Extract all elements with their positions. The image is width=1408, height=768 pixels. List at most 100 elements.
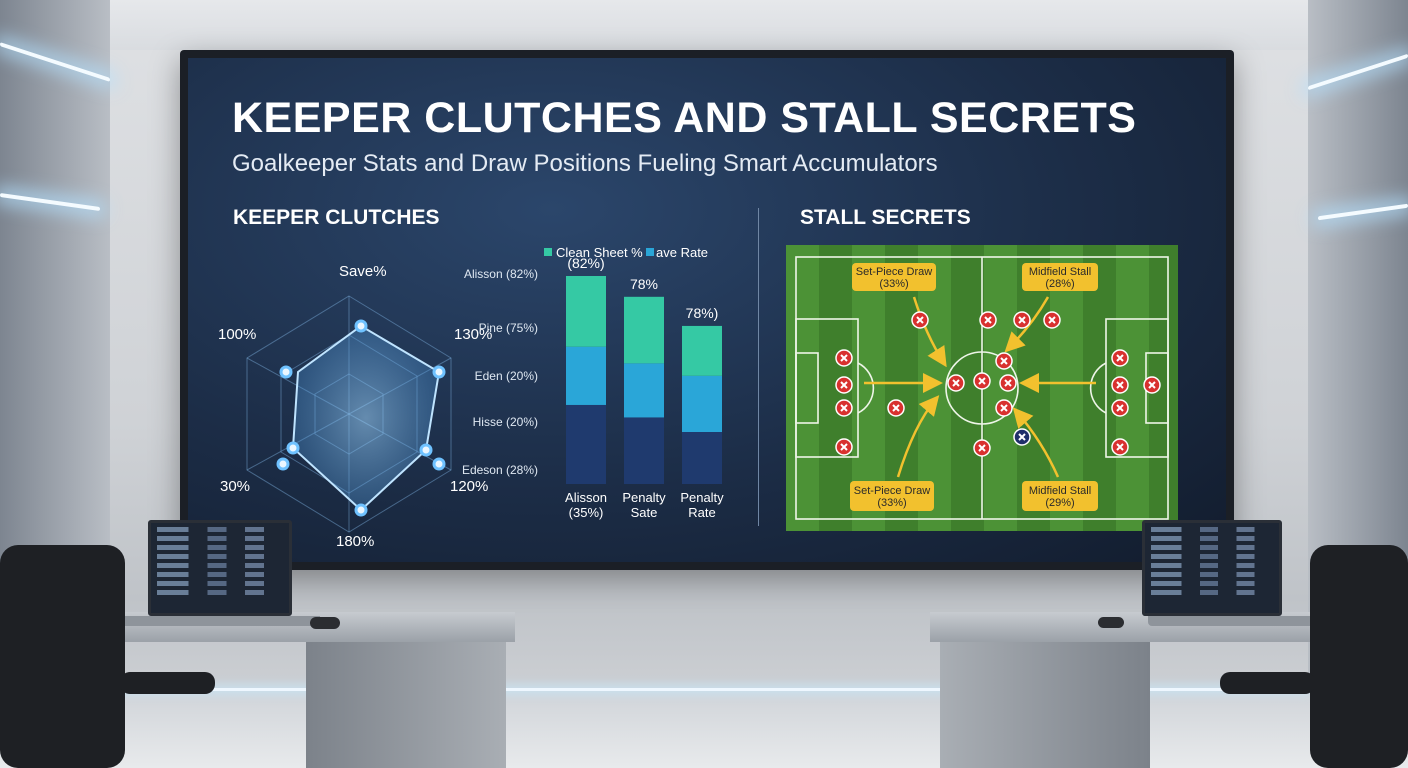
marker-cross [916,316,924,324]
callout-label: Midfield Stall [1029,485,1091,497]
radar-point [276,457,290,471]
callout-value: (29%) [1045,497,1074,509]
callout-set-piece-top: Set-Piece Draw (33%) [852,263,936,291]
callout-set-piece-bottom: Set-Piece Draw (33%) [850,481,934,511]
player-marker [835,376,853,394]
floor-light [110,688,1308,691]
player-marker [999,374,1017,392]
radar-point [354,503,368,517]
bar-segment [682,375,722,432]
player-marker [1143,376,1161,394]
player-marker [835,399,853,417]
player-marker [835,438,853,456]
bar-segment [682,325,722,376]
arrow [1012,407,1060,478]
radar-label: 30% [220,478,250,495]
bar-segment [682,432,722,484]
bar-segment [624,296,664,364]
player-marker [1111,399,1129,417]
legend-swatch [544,248,552,256]
bar-x-label: Penalty [680,490,724,505]
laptop-base [1148,616,1348,626]
right-desk-cabinet [940,642,1150,768]
bar-value-label: (82%) [567,255,604,271]
player-marker [1111,349,1129,367]
marker-cross [1000,357,1008,365]
bar-segment [624,363,664,418]
radar-points [276,319,446,517]
bar-segment [624,417,664,484]
right-chair-arm [1220,672,1315,694]
radar-label: 180% [336,533,374,550]
marker-cross [840,404,848,412]
marker-cross [1116,381,1124,389]
marker-cross [840,381,848,389]
bar-group: (82%)Alisson(35%)78%PenaltySate78%)Penal… [565,255,724,520]
callout-label: Set-Piece Draw [856,266,932,278]
marker-cross [1004,379,1012,387]
player-marker [887,399,905,417]
player-marker [1013,428,1031,446]
callout-label: Midfield Stall [1029,266,1091,278]
bar-row-label: Pine (75%) [479,321,538,335]
callout-value: (28%) [1045,278,1074,290]
laptop-base [110,616,320,626]
marker-cross [978,377,986,385]
player-marker [1043,311,1061,329]
marker-cross [1018,316,1026,324]
right-mouse [1098,617,1124,628]
bar-x-label: Rate [688,505,715,520]
player-marker [995,399,1013,417]
player-marker [835,349,853,367]
player-marker [979,311,997,329]
bar-x-label: (35%) [569,505,604,520]
callout-value: (33%) [877,497,906,509]
arrow [1004,296,1050,353]
marker-cross [978,444,986,452]
bar-row-label: Hisse (20%) [473,415,538,429]
left-desk-cabinet [306,642,506,768]
bar-x-label: Sate [631,505,658,520]
marker-cross [1048,316,1056,324]
bar-row-label: Alisson (82%) [464,267,538,281]
player-marker [1111,438,1129,456]
arrow [896,395,940,478]
marker-cross [984,316,992,324]
laptop-screen [1142,520,1282,616]
marker-cross [840,443,848,451]
bar-chart: Clean Sheet % ave Rate Alisson (82%) Pin… [462,245,724,520]
radar-point [432,457,446,471]
marker-cross [1148,381,1156,389]
player-marker [1111,376,1129,394]
radar-point [419,443,433,457]
left-chair [0,545,125,768]
legend-label: Clean Sheet % [556,245,643,260]
radar-point [432,365,446,379]
callout-midfield-bottom: Midfield Stall (29%) [1022,481,1098,511]
pitch-arrows [864,296,1096,478]
bar-x-label: Alisson [565,490,607,505]
callout-value: (33%) [879,278,908,290]
radar-point [279,365,293,379]
marker-cross [840,354,848,362]
player-marker [973,372,991,390]
bar-segment [566,346,606,405]
left-mouse [310,617,340,629]
left-chair-arm [120,672,215,694]
marker-cross [1018,433,1026,441]
marker-cross [1000,404,1008,412]
radar-label: 130% [454,326,492,343]
floor [0,688,1408,768]
player-marker [1013,311,1031,329]
bar-value-label: 78%) [686,305,719,321]
radar-label: Save% [339,263,387,280]
laptop-screen [148,520,292,616]
screen-title: KEEPER CLUTCHES AND STALL SECRETS [232,94,1137,142]
pitch-callouts: Set-Piece Draw (33%) Midfield Stall (28%… [850,263,1098,511]
callout-label: Set-Piece Draw [854,485,930,497]
screen-subtitle: Goalkeeper Stats and Draw Positions Fuel… [232,150,938,177]
player-markers [835,311,1161,457]
bar-value-label: 78% [630,276,658,292]
radar-label: 100% [218,326,256,343]
marker-cross [1116,443,1124,451]
